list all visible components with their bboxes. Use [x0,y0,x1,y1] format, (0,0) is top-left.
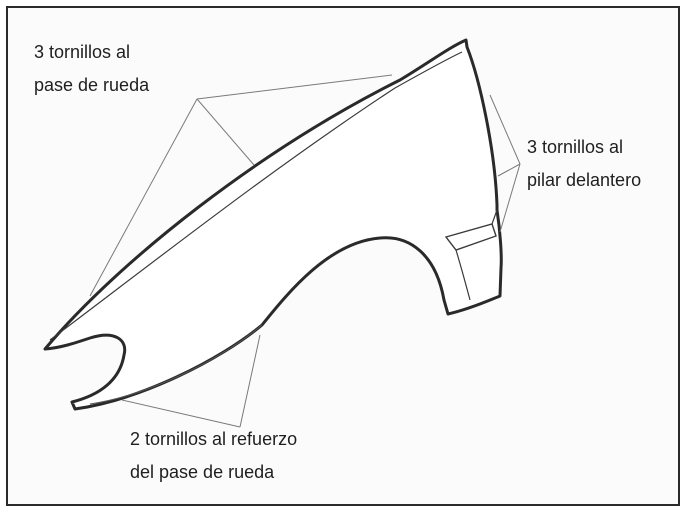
fender-flange [444,223,497,251]
fender-flange-step [455,209,498,301]
diagram-frame [6,6,680,506]
front-pillar-label-line2: pilar delantero [527,170,642,190]
wheel-arch-label-line2: pase de rueda [34,75,150,95]
wheel-arch-label-line1: 3 tornillos al [34,42,131,62]
wheel-arch-screws-label: 3 tornillos al pase de rueda [34,36,149,102]
front-pillar-screws-label: 3 tornillos al pilar delantero [527,131,641,197]
reinforcement-screws-label: 2 tornillos al refuerzo del pase de rued… [130,423,297,489]
front-pillar-label-line1: 3 tornillos al [527,137,624,157]
leader-lines-wheel-arch [89,74,393,297]
fender-outline [43,38,503,411]
leader-lines-front-pillar [489,94,521,233]
leader-lines-reinforcement [121,334,261,428]
fender-edge-line [49,51,463,341]
reinforcement-label-line1: 2 tornillos al refuerzo [130,429,298,449]
reinforcement-label-line2: del pase de rueda [130,462,275,482]
wheel-arch-inner-line [89,324,263,405]
